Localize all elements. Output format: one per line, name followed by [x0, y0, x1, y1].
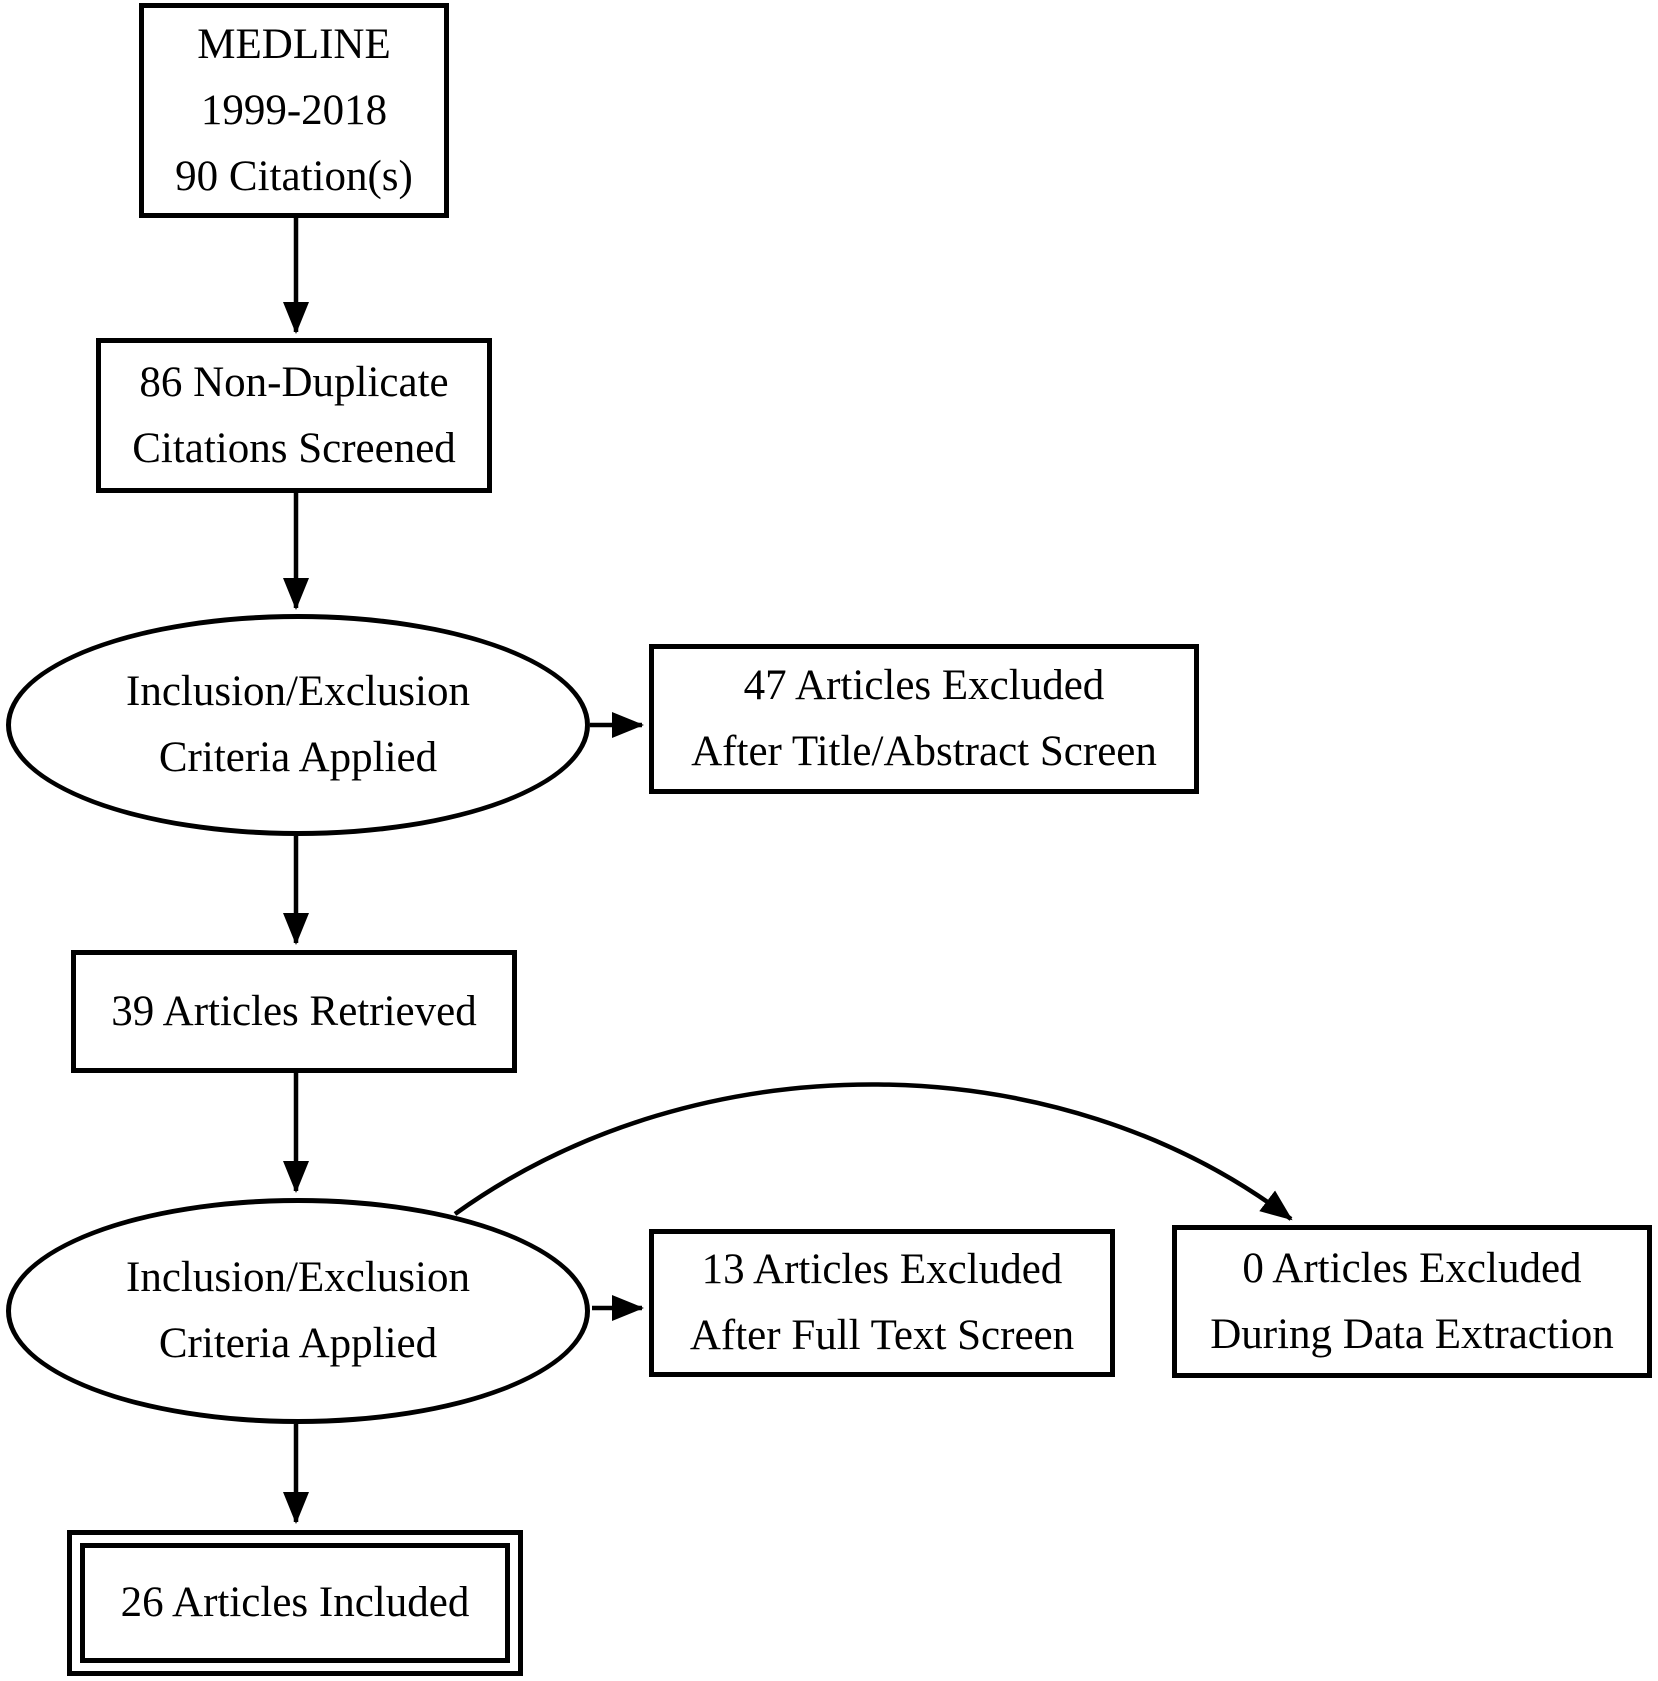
- node-medline-line-2: 1999-2018: [200, 86, 388, 134]
- node-criteria-applied-1: Inclusion/Exclusion Criteria Applied: [6, 614, 590, 836]
- node-citations-screened: 86 Non-Duplicate Citations Screened: [96, 338, 492, 493]
- node-articles-included-line-1: 26 Articles Included: [120, 1579, 470, 1626]
- node-excluded-title-abstract-line-1: 47 Articles Excluded: [743, 662, 1105, 709]
- node-articles-included-inner: 26 Articles Included: [80, 1543, 510, 1663]
- node-criteria-applied-2-line-2: Criteria Applied: [158, 1320, 438, 1367]
- node-excluded-data-extraction-line-1: 0 Articles Excluded: [1242, 1244, 1582, 1292]
- node-articles-retrieved: 39 Articles Retrieved: [71, 950, 517, 1073]
- node-criteria-applied-1-line-2: Criteria Applied: [158, 734, 438, 781]
- node-articles-included: 26 Articles Included: [67, 1530, 523, 1676]
- node-medline-line-3: 90 Citation(s): [175, 152, 413, 200]
- node-medline: MEDLINE 1999-2018 90 Citation(s): [139, 3, 449, 218]
- node-excluded-title-abstract: 47 Articles Excluded After Title/Abstrac…: [649, 644, 1199, 794]
- node-excluded-title-abstract-line-2: After Title/Abstract Screen: [691, 728, 1157, 775]
- node-excluded-fulltext-line-2: After Full Text Screen: [689, 1312, 1075, 1359]
- node-citations-screened-line-1: 86 Non-Duplicate: [139, 358, 449, 406]
- node-excluded-fulltext: 13 Articles Excluded After Full Text Scr…: [649, 1229, 1115, 1377]
- node-criteria-applied-2: Inclusion/Exclusion Criteria Applied: [6, 1198, 590, 1424]
- node-citations-screened-line-2: Citations Screened: [132, 424, 456, 472]
- arrow-curved-criteria2-to-excluded-extraction-icon: [453, 1082, 1293, 1221]
- node-excluded-data-extraction-line-2: During Data Extraction: [1210, 1310, 1614, 1358]
- node-excluded-data-extraction: 0 Articles Excluded During Data Extracti…: [1172, 1225, 1652, 1378]
- node-excluded-fulltext-line-1: 13 Articles Excluded: [701, 1246, 1063, 1293]
- node-criteria-applied-1-line-1: Inclusion/Exclusion: [126, 668, 470, 715]
- node-medline-line-1: MEDLINE: [197, 20, 391, 68]
- node-criteria-applied-2-line-1: Inclusion/Exclusion: [126, 1254, 470, 1301]
- node-articles-retrieved-line-1: 39 Articles Retrieved: [111, 987, 477, 1035]
